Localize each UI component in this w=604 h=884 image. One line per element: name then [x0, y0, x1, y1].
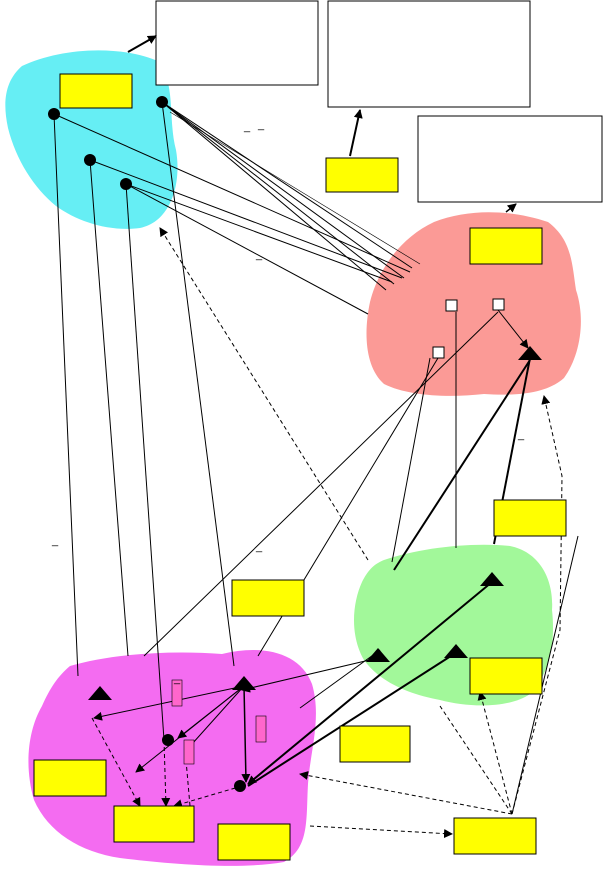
yellow-box-magenta-bottom-right [217, 823, 291, 861]
edge [143, 311, 499, 657]
edge [125, 183, 393, 283]
edge-label: _ [51, 535, 59, 547]
yellow-box-mid-top [325, 157, 399, 193]
yellow-box-bottom-right [453, 817, 537, 855]
edge [511, 535, 579, 815]
edge [125, 183, 165, 741]
edge [89, 159, 403, 279]
edge [161, 101, 413, 269]
dashed-edge [185, 759, 191, 807]
edge [161, 101, 235, 667]
yellow-box-lower-mid [339, 725, 411, 763]
edge [93, 685, 245, 721]
edge [161, 101, 387, 291]
pink-box [171, 679, 183, 707]
dashed-edge [91, 717, 141, 807]
triangle-node [88, 686, 112, 700]
yellow-box-center [231, 579, 305, 617]
yellow-boxes [33, 73, 567, 861]
edge-label: _ [243, 121, 251, 133]
square-nodes [432, 298, 505, 359]
circle-node [162, 734, 174, 746]
yellow-box-magenta-bottom [113, 805, 195, 843]
yellow-box-magenta-left [33, 759, 107, 797]
edge [53, 113, 79, 677]
arrow-to-top-box-3 [505, 203, 517, 213]
pink-box [255, 715, 267, 743]
top-box-2 [327, 0, 531, 108]
square-node [492, 298, 505, 311]
arrow-to-top-box-2 [349, 109, 363, 157]
edge-label: _ [517, 429, 525, 441]
edge [135, 685, 245, 773]
dashed-edge [477, 691, 513, 815]
triangle-node [444, 644, 468, 658]
edge [247, 653, 455, 787]
edge-label: _ [257, 119, 265, 131]
circle-node [156, 96, 168, 108]
edge [391, 357, 431, 563]
circle-node [120, 178, 132, 190]
triangle-node [480, 572, 504, 586]
square-node [445, 299, 458, 312]
edge [161, 101, 395, 285]
dashed-edge [511, 395, 563, 815]
edge-label: _ [255, 541, 263, 553]
edge [241, 657, 379, 693]
dashed-edge [309, 825, 453, 839]
yellow-box-right-mid [493, 499, 567, 537]
square-node [432, 346, 445, 359]
triangle-node [366, 648, 390, 662]
edge [125, 183, 369, 315]
triangle-node [518, 346, 542, 360]
yellow-box-cyan [59, 73, 133, 109]
edge [247, 581, 493, 785]
edge [393, 359, 531, 571]
edge [169, 111, 421, 265]
yellow-box-green [469, 657, 543, 695]
triangle-node [232, 676, 256, 690]
triangle-nodes [88, 346, 542, 700]
edge-label: _ [255, 249, 263, 261]
edge-label: _ [173, 673, 181, 685]
circle-node [48, 108, 60, 120]
edge [89, 159, 129, 657]
circle-node [234, 780, 246, 792]
circle-nodes [48, 96, 246, 792]
dashed-edge [439, 705, 513, 815]
dashed-edge [159, 227, 369, 561]
dashed-edge [173, 785, 243, 809]
pink-box [183, 739, 195, 765]
yellow-box-salmon [469, 227, 543, 265]
circle-node [84, 154, 96, 166]
edge [497, 309, 529, 349]
top-box-1 [155, 0, 319, 86]
dashed-edge [299, 771, 513, 815]
pink-boxes [171, 679, 267, 765]
edges [53, 35, 579, 839]
edge [53, 113, 411, 273]
cyan-region [5, 50, 178, 229]
arrow-to-top-box-1 [127, 35, 157, 53]
top-box-3 [417, 115, 603, 203]
edge [191, 685, 245, 745]
edge [299, 649, 381, 709]
edge [241, 685, 251, 783]
